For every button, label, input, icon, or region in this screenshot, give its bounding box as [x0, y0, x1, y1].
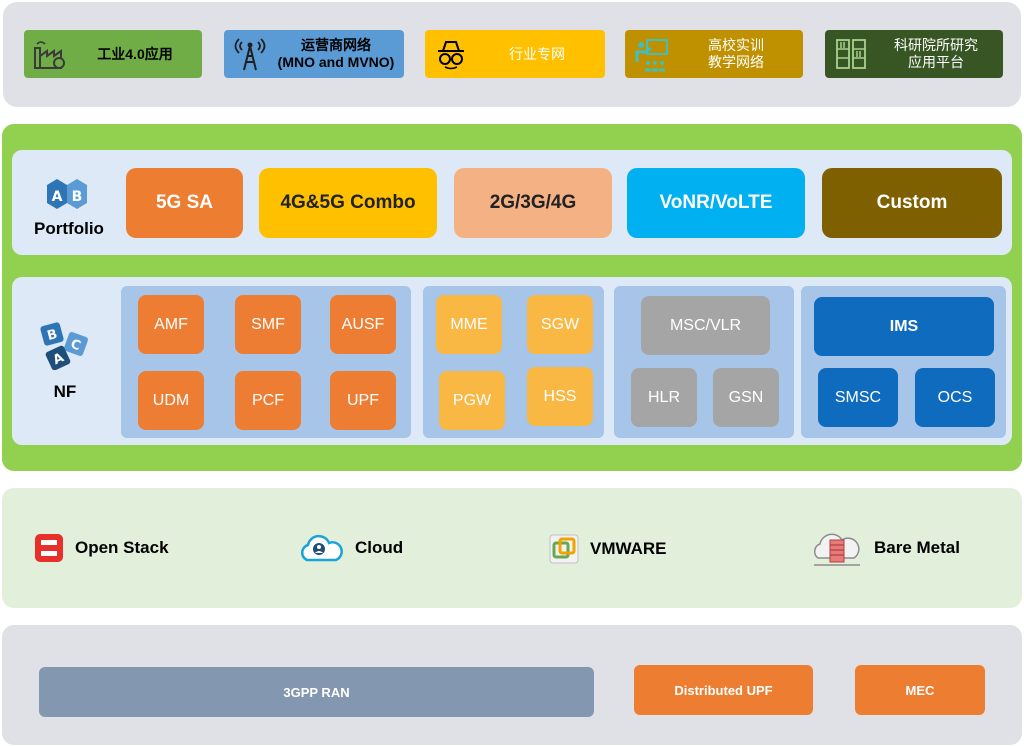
platform-label: VMWARE: [590, 539, 667, 558]
nf-hlr: HLR: [631, 368, 697, 427]
use-case-private-network: 行业专网: [425, 30, 605, 78]
nf-pcf: PCF: [235, 371, 301, 430]
platform-label: Open Stack: [75, 538, 169, 557]
use-case-industry40: 工业4.0应用: [24, 30, 202, 78]
nf-ausf: AUSF: [330, 295, 396, 354]
factory-icon: [34, 41, 65, 69]
svg-text:B: B: [46, 327, 59, 344]
openstack-icon: [35, 534, 63, 562]
nf-udm: UDM: [138, 371, 204, 430]
nf-hss: HSS: [527, 367, 593, 426]
use-case-university: 高校实训 教学网络: [625, 30, 803, 78]
nf-smf: SMF: [235, 295, 301, 354]
nf-mme: MME: [436, 295, 502, 354]
nf-msc-vlr: MSC/VLR: [641, 296, 770, 355]
nf-pgw: PGW: [439, 371, 505, 430]
vmware-icon: [549, 534, 579, 564]
platform-label: Cloud: [355, 538, 404, 557]
nf-upf: UPF: [330, 371, 396, 430]
use-case-research: 科研院所研究 应用平台: [825, 30, 1003, 78]
nf-ocs: OCS: [915, 368, 995, 427]
portfolio-2g-3g-4g: 2G/3G/4G: [454, 168, 612, 238]
abc-blocks-icon: B C A: [40, 322, 88, 370]
nf-title: NF: [53, 382, 77, 401]
spy-hat-icon: [438, 41, 464, 70]
nf-gsn: GSN: [713, 368, 779, 427]
server-cloud-icon: [814, 533, 860, 566]
use-case-label: 工业4.0应用: [97, 45, 173, 62]
portfolio-5g-sa: 5G SA: [126, 168, 243, 238]
distributed-upf-block: Distributed UPF: [634, 665, 813, 715]
nf-sgw: SGW: [527, 295, 593, 354]
portfolio-title: Portfolio: [34, 219, 104, 238]
platform-vmware: VMWARE: [548, 533, 667, 565]
platform-bare-metal: Bare Metal: [810, 528, 960, 568]
use-case-label: 行业专网: [509, 45, 565, 62]
platform-cloud: Cloud: [297, 532, 403, 564]
cloud-user-icon: [301, 534, 343, 562]
ab-blocks-icon: A B: [47, 179, 87, 209]
svg-text:B: B: [72, 189, 83, 205]
use-case-label: 运营商网络 (MNO and MVNO): [277, 37, 395, 70]
nf-ims: IMS: [814, 297, 994, 356]
portfolio-4g-5g-combo: 4G&5G Combo: [259, 168, 437, 238]
nf-smsc: SMSC: [818, 368, 898, 427]
bookshelf-icon: [836, 39, 866, 69]
portfolio-custom: Custom: [822, 168, 1002, 238]
svg-text:A: A: [52, 189, 63, 205]
use-case-label: 科研院所研究 应用平台: [894, 37, 978, 70]
teacher-icon: [635, 39, 668, 72]
antenna-tower-icon: [234, 38, 266, 71]
platform-openstack: Open Stack: [33, 532, 169, 564]
use-case-operator: 运营商网络 (MNO and MVNO): [224, 30, 404, 78]
use-case-label: 高校实训 教学网络: [708, 37, 764, 70]
nf-amf: AMF: [138, 295, 204, 354]
mec-block: MEC: [855, 665, 985, 715]
platform-label: Bare Metal: [874, 538, 960, 557]
portfolio-vonr-volte: VoNR/VoLTE: [627, 168, 805, 238]
ran-block: 3GPP RAN: [39, 667, 594, 717]
